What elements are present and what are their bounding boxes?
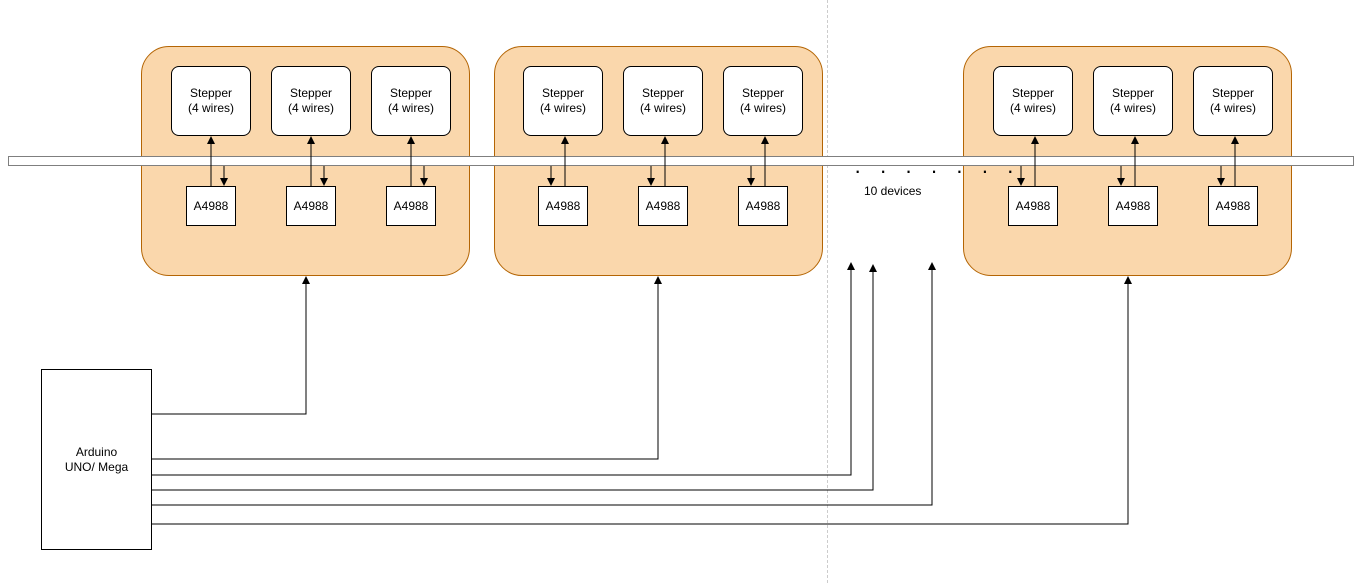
driver-label: A4988 <box>293 198 329 213</box>
stepper-wires: (4 wires) <box>739 101 786 115</box>
driver-label: A4988 <box>193 198 229 213</box>
driver-label: A4988 <box>745 198 781 213</box>
stepper-wires: (4 wires) <box>639 101 686 115</box>
a4988-driver: A4988 <box>186 186 236 226</box>
a4988-driver: A4988 <box>738 186 788 226</box>
stepper-label: Stepper <box>1211 86 1255 100</box>
controller-model: UNO/ Mega <box>64 459 129 474</box>
stepper-label: Stepper <box>289 86 333 100</box>
a4988-driver: A4988 <box>1208 186 1258 226</box>
bus-line-extra <box>152 262 855 476</box>
stepper-wires: (4 wires) <box>287 101 334 115</box>
stepper-wires: (4 wires) <box>187 101 234 115</box>
driver-label: A4988 <box>1015 198 1051 213</box>
section-divider <box>827 0 828 583</box>
stepper-motor: Stepper (4 wires) <box>171 66 251 136</box>
a4988-driver: A4988 <box>538 186 588 226</box>
bus-line-group-1 <box>152 276 310 415</box>
driver-label: A4988 <box>393 198 429 213</box>
stepper-motor: Stepper (4 wires) <box>1193 66 1273 136</box>
stepper-motor: Stepper (4 wires) <box>993 66 1073 136</box>
a4988-driver: A4988 <box>386 186 436 226</box>
devices-count-label: 10 devices <box>864 184 922 198</box>
stepper-label: Stepper <box>741 86 785 100</box>
stepper-motor: Stepper (4 wires) <box>1093 66 1173 136</box>
a4988-driver: A4988 <box>1008 186 1058 226</box>
controller-label: Arduino <box>75 444 118 459</box>
bus-line-extra <box>152 264 877 491</box>
bus-line-extra <box>152 262 936 506</box>
stepper-motor: Stepper (4 wires) <box>271 66 351 136</box>
stepper-wires: (4 wires) <box>1209 101 1256 115</box>
stepper-motor: Stepper (4 wires) <box>371 66 451 136</box>
stepper-wires: (4 wires) <box>539 101 586 115</box>
driver-label: A4988 <box>1215 198 1251 213</box>
stepper-label: Stepper <box>389 86 433 100</box>
stepper-wires: (4 wires) <box>387 101 434 115</box>
stepper-wires: (4 wires) <box>1009 101 1056 115</box>
driver-label: A4988 <box>645 198 681 213</box>
stepper-motor: Stepper (4 wires) <box>523 66 603 136</box>
stepper-motor: Stepper (4 wires) <box>623 66 703 136</box>
stepper-label: Stepper <box>189 86 233 100</box>
power-rail <box>8 156 1354 166</box>
stepper-label: Stepper <box>641 86 685 100</box>
a4988-driver: A4988 <box>638 186 688 226</box>
driver-label: A4988 <box>1115 198 1151 213</box>
bus-line-group-2 <box>152 276 662 460</box>
a4988-driver: A4988 <box>1108 186 1158 226</box>
stepper-label: Stepper <box>1111 86 1155 100</box>
driver-label: A4988 <box>545 198 581 213</box>
stepper-motor: Stepper (4 wires) <box>723 66 803 136</box>
stepper-label: Stepper <box>541 86 585 100</box>
a4988-driver: A4988 <box>286 186 336 226</box>
stepper-label: Stepper <box>1011 86 1055 100</box>
arduino-controller: Arduino UNO/ Mega <box>41 369 152 550</box>
bus-line-group-10 <box>152 276 1132 525</box>
stepper-wires: (4 wires) <box>1109 101 1156 115</box>
